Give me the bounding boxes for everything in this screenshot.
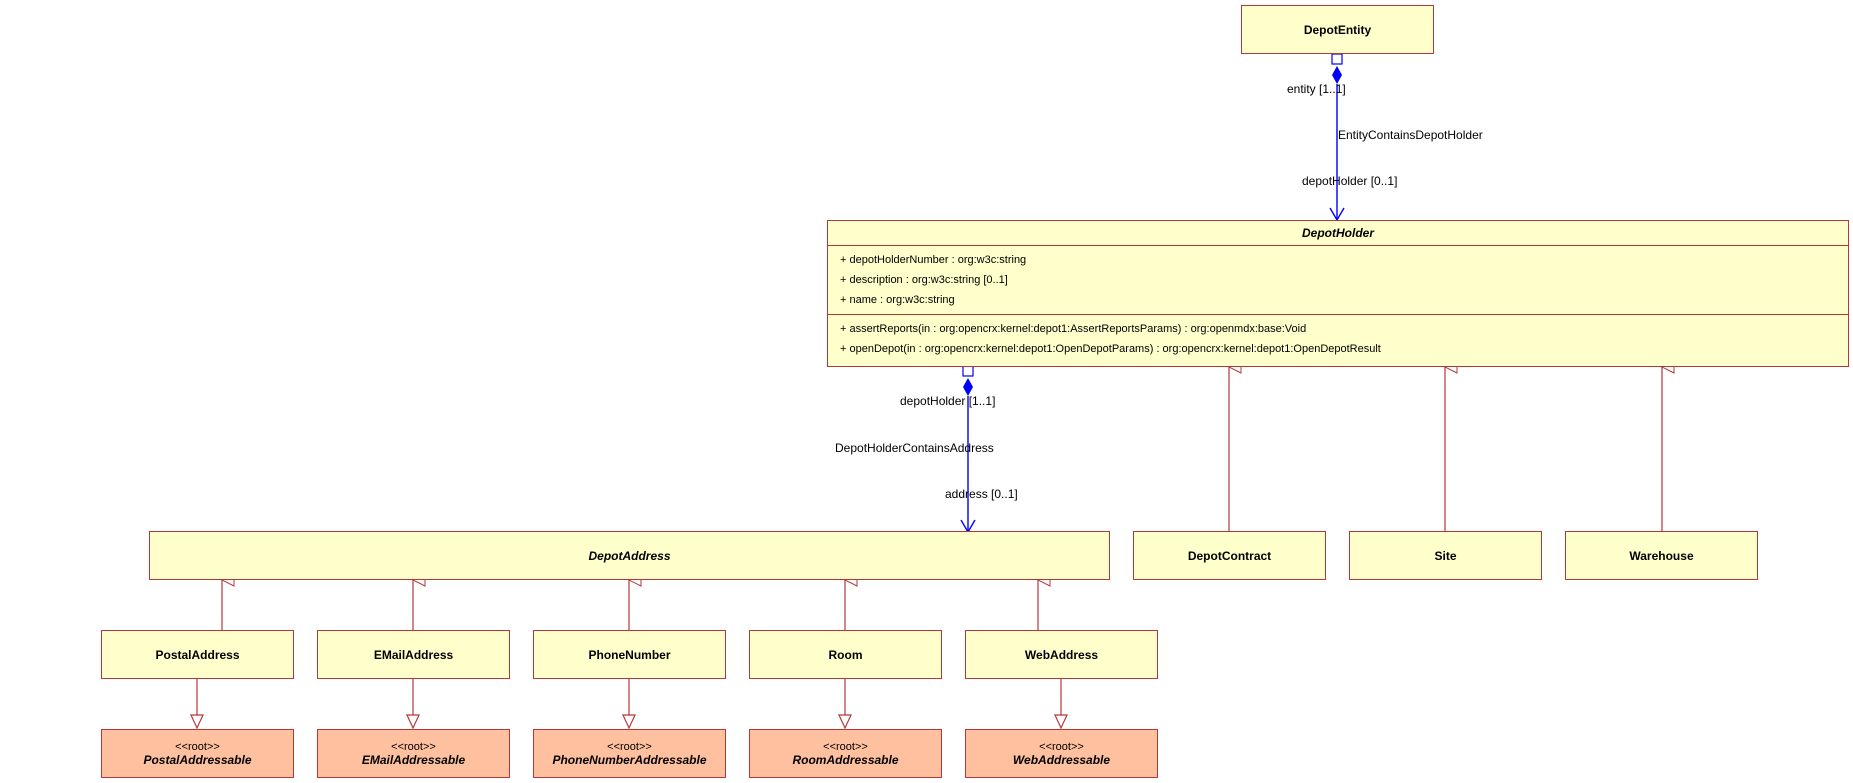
class-name: Warehouse (1629, 548, 1694, 563)
class-name: PhoneNumber (588, 647, 671, 662)
class-postal-address[interactable]: PostalAddress (101, 630, 294, 679)
class-name: EMailAddress (373, 647, 454, 662)
class-name: EMailAddressable (361, 752, 466, 767)
class-room-addressable[interactable]: <<root>> RoomAddressable (749, 729, 942, 778)
class-name: WebAddress (1024, 647, 1099, 662)
class-depot-holder[interactable]: DepotHolder + depotHolderNumber : org:w3… (827, 220, 1849, 367)
class-depot-address[interactable]: DepotAddress (149, 531, 1110, 580)
association-end-label-entity: entity [1..1] (1287, 82, 1346, 96)
class-phone-number-addressable[interactable]: <<root>> PhoneNumberAddressable (533, 729, 726, 778)
class-name: RoomAddressable (792, 752, 899, 767)
class-email-address[interactable]: EMailAddress (317, 630, 510, 679)
root-dependency-lines (190, 679, 1068, 730)
class-warehouse[interactable]: Warehouse (1565, 531, 1758, 580)
class-name: Room (828, 647, 863, 662)
class-name: DepotHolder (828, 221, 1848, 246)
association-end-label-address: address [0..1] (945, 487, 1018, 501)
class-name: WebAddressable (1012, 752, 1111, 767)
attribute-row: + description : org:w3c:string [0..1] (840, 274, 1008, 286)
class-depot-contract[interactable]: DepotContract (1133, 531, 1326, 580)
association-entity-contains-depot-holder (1329, 53, 1345, 222)
class-web-addressable[interactable]: <<root>> WebAddressable (965, 729, 1158, 778)
operation-row: + openDepot(in : org:opencrx:kernel:depo… (840, 343, 1381, 355)
class-name: DepotAddress (588, 548, 671, 563)
class-name: PostalAddress (155, 647, 240, 662)
attributes-compartment: + depotHolderNumber : org:w3c:string + d… (828, 246, 1848, 315)
class-name: Site (1434, 548, 1457, 563)
association-name-label-holder-address: DepotHolderContainsAddress (835, 441, 994, 455)
class-name: DepotContract (1187, 548, 1272, 563)
class-room[interactable]: Room (749, 630, 942, 679)
association-end-label-depot-holder: depotHolder [0..1] (1302, 174, 1398, 188)
class-email-addressable[interactable]: <<root>> EMailAddressable (317, 729, 510, 778)
operations-compartment: + assertReports(in : org:opencrx:kernel:… (828, 315, 1848, 363)
class-web-address[interactable]: WebAddress (965, 630, 1158, 679)
stereotype-label: <<root>> (823, 740, 868, 753)
stereotype-label: <<root>> (607, 740, 652, 753)
class-postal-addressable[interactable]: <<root>> PostalAddressable (101, 729, 294, 778)
stereotype-label: <<root>> (175, 740, 220, 753)
class-name: PostalAddressable (143, 752, 252, 767)
association-name-label-entity-holder: EntityContainsDepotHolder (1338, 128, 1483, 142)
class-name: PhoneNumberAddressable (552, 752, 707, 767)
attribute-row: + name : org:w3c:string (840, 294, 955, 306)
class-site[interactable]: Site (1349, 531, 1542, 580)
class-phone-number[interactable]: PhoneNumber (533, 630, 726, 679)
stereotype-label: <<root>> (391, 740, 436, 753)
generalization-lines-depot-address (222, 580, 1038, 630)
class-name: DepotEntity (1303, 22, 1372, 37)
operation-row: + assertReports(in : org:opencrx:kernel:… (840, 323, 1307, 335)
generalization-lines-depot-holder (1229, 367, 1662, 531)
stereotype-label: <<root>> (1039, 740, 1084, 753)
association-end-label-depot-holder-owner: depotHolder [1..1] (900, 394, 996, 408)
attribute-row: + depotHolderNumber : org:w3c:string (840, 254, 1027, 266)
class-depot-entity[interactable]: DepotEntity (1241, 5, 1434, 54)
